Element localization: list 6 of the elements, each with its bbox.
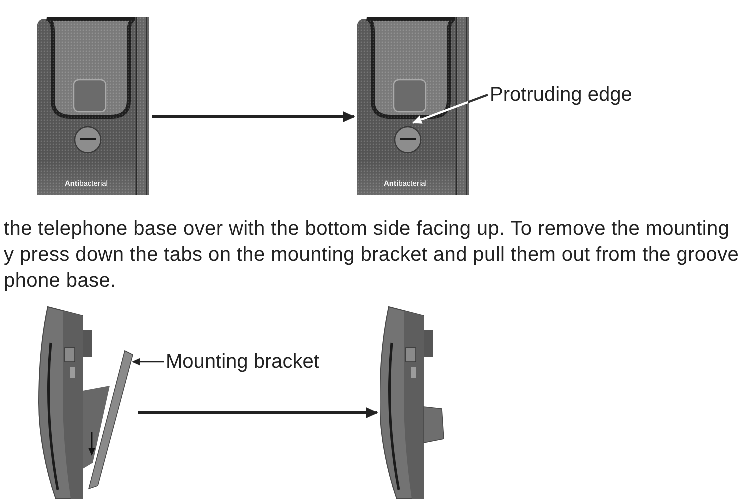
arrow: [138, 407, 378, 419]
callout-label: Mounting bracket: [166, 349, 320, 375]
leader-line: [412, 94, 488, 124]
callout-label: Protruding edge: [490, 82, 632, 108]
instruction-text: the telephone base over with the bottom side facing up. To remove the mounting y press down the tabs on the mounting bracket and pull them out from the groove phone base.: [4, 217, 740, 294]
arrow: [152, 111, 356, 123]
